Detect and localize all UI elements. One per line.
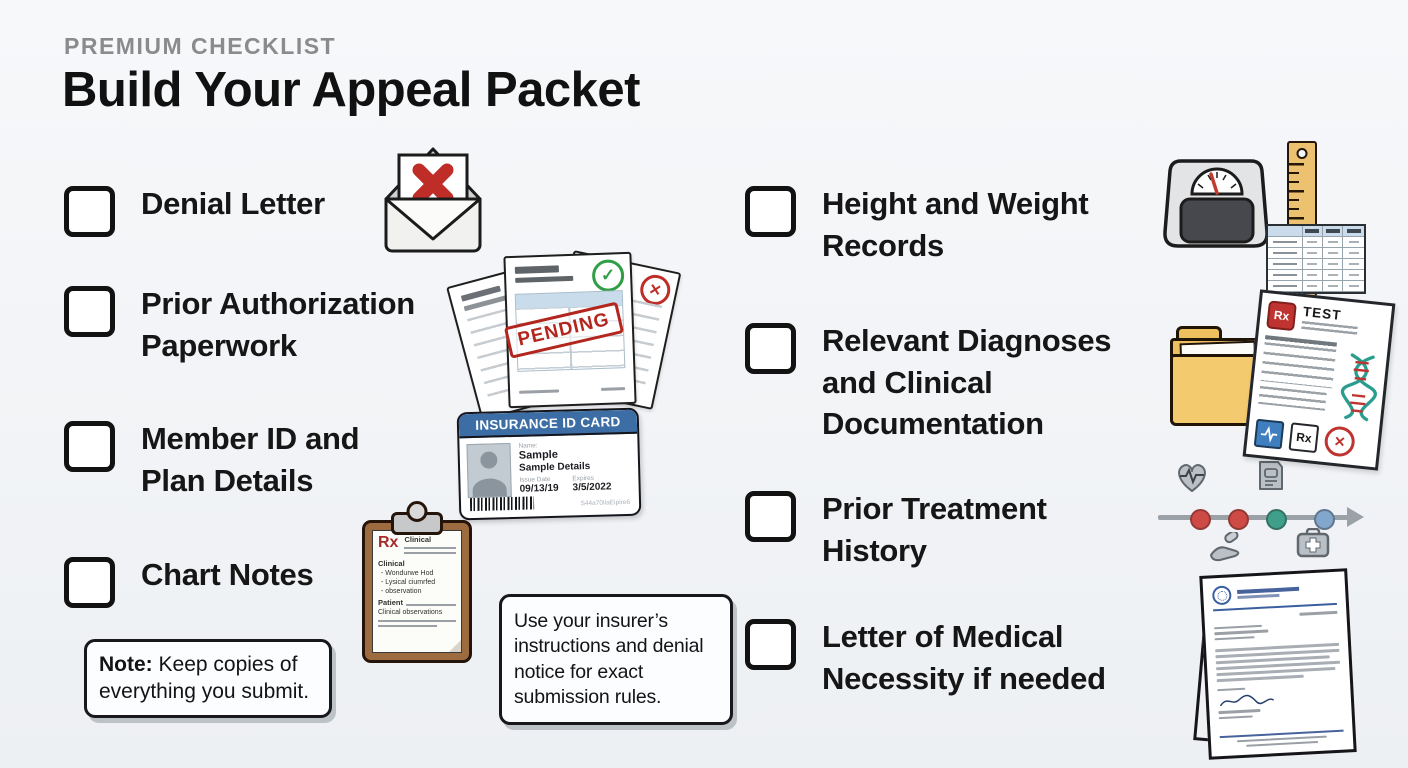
rx-symbol: Rx [378,534,399,551]
checkbox-chart-notes[interactable] [64,557,115,608]
checkbox-prior-authorization[interactable] [64,286,115,337]
checkbox-relevant-diagnoses[interactable] [745,323,796,374]
checkbox-medical-necessity[interactable] [745,619,796,670]
checklist-label: Height and Weight Records [822,186,1089,263]
checklist-label: Chart Notes [141,557,314,592]
heartbeat-chip-icon [1253,418,1285,450]
checklist-item-chart-notes: Chart Notes [64,554,441,608]
callout-text: Use your insurer’s instructions and deni… [514,610,704,709]
clipboard-ring [406,501,428,522]
document-front: ✓ PENDING [503,251,637,409]
insurance-id-card: INSURANCE ID CARD Name: Sample Sample De… [456,407,642,521]
barcode [469,496,535,512]
timeline-axis [1158,515,1348,520]
first-aid-kit-icon [1296,528,1330,558]
card-serial: S44a70IiaEipire6 [580,498,631,508]
note-prefix: Note: [99,653,153,676]
eyebrow-label: PREMIUM CHECKLIST [64,33,337,59]
medical-record-icon [1259,461,1283,490]
checklist-label: Relevant Diagnoses and Clinical Document… [822,323,1112,442]
timeline-dot-blue [1314,509,1335,530]
callout-box: Use your insurer’s instructions and deni… [499,594,733,726]
denial-letter-envelope-icon [374,141,492,253]
timeline-dot-teal [1266,509,1287,530]
letterhead-seal-icon [1211,585,1232,606]
checklist-label: Member ID and Plan Details [141,421,360,498]
checklist-label: Prior Authorization Paperwork [141,286,415,363]
checklist-item-prior-authorization: Prior Authorization Paperwork [64,283,471,366]
measurement-records-table-icon [1266,224,1366,294]
checkbox-denial-letter[interactable] [64,186,115,237]
member-photo-silhouette [466,443,512,499]
note-text: Keep copies of everything you submit. [99,653,310,703]
checklist-item-prior-treatment: Prior Treatment History [745,488,1112,571]
clipboard-top-label: Clinical [404,535,432,544]
rx-chip-icon: Rx [1288,422,1320,454]
clipboard-bullet: - Wondurwe Hod [381,570,434,577]
pending-documents-icon: ✕ ✓ PENDING [446,250,682,421]
clipboard-observations: Clinical observations [378,609,443,617]
checklist-item-height-weight: Height and Weight Records [745,183,1142,266]
signature [1220,694,1274,707]
clipboard-section: Clinical [378,559,405,569]
clipboard-bullet: - Lysical ciumrfed [381,579,436,587]
medical-necessity-letter-icon [1192,568,1357,760]
note-box: Note: Keep copies of everything you subm… [84,639,332,719]
checklist-item-relevant-diagnoses: Relevant Diagnoses and Clinical Document… [745,320,1162,445]
checklist-label: Prior Treatment History [822,491,1047,568]
treatment-timeline-icon [1156,460,1374,570]
rx-badge-icon: Rx [1266,300,1297,332]
checklist-label: Denial Letter [141,186,325,221]
card-details: Sample Details [518,460,591,474]
hand-pill-icon [1210,532,1240,562]
denied-circle-icon: ✕ [1323,425,1357,458]
page-title: Build Your Appeal Packet [62,63,640,117]
timeline-dot-red [1228,509,1249,530]
test-document-icon: Rx TEST Rx ✕ [1242,289,1396,471]
checklist-item-denial-letter: Denial Letter [64,183,441,237]
card-expiry-date: 3/5/2022 [572,481,612,494]
checklist-label: Letter of Medical Necessity if needed [822,619,1106,696]
checkbox-prior-treatment[interactable] [745,491,796,542]
approved-icon: ✓ [591,259,625,293]
heart-pulse-icon [1178,464,1206,492]
letter-front-page [1199,568,1357,760]
timeline-arrowhead [1347,507,1364,527]
timeline-dot-red [1190,509,1211,530]
chart-notes-clipboard-icon: Rx Clinical Clinical - Wondurwe Hod - Ly… [362,501,472,663]
clipboard-paper: Rx Clinical Clinical - Wondurwe Hod - Ly… [372,530,462,653]
weight-scale-icon [1162,158,1272,250]
checkbox-member-id[interactable] [64,421,115,472]
checkbox-height-weight[interactable] [745,186,796,237]
card-issue-date: 09/13/19 [519,482,559,495]
dna-helix-icon [1336,351,1382,430]
checklist-item-member-id: Member ID and Plan Details [64,418,411,501]
clipboard-patient-label: Patient [378,598,404,608]
checklist-item-medical-necessity: Letter of Medical Necessity if needed [745,616,1167,699]
page-corner-fold [448,639,461,652]
clipboard-bullet: - observation [381,588,422,596]
